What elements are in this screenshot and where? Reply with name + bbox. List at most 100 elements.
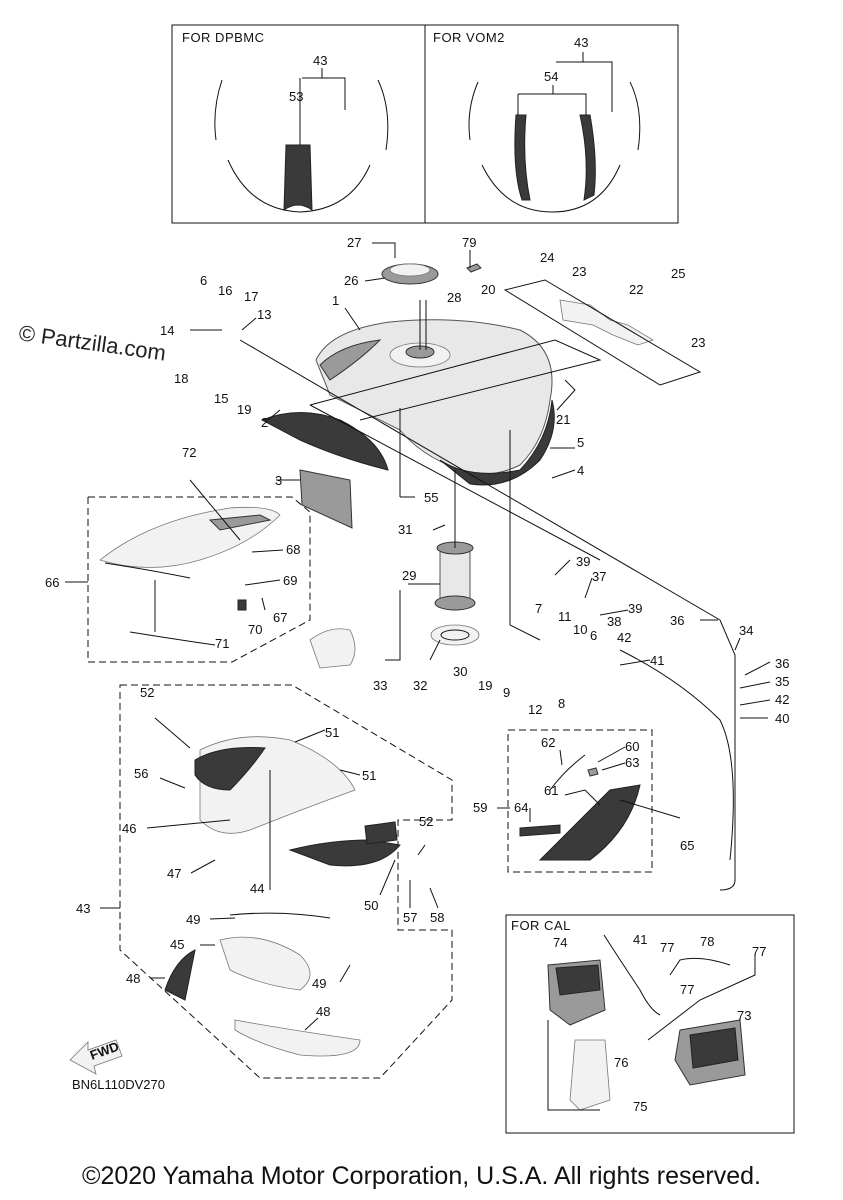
- callout: 59: [473, 800, 487, 815]
- callout: 31: [398, 522, 412, 537]
- callout: 65: [680, 838, 694, 853]
- cal-label-73: 73: [737, 1008, 751, 1023]
- callout: 40: [775, 711, 789, 726]
- callout: 28: [447, 290, 461, 305]
- callout: 60: [625, 739, 639, 754]
- callout: 36: [670, 613, 684, 628]
- label-43-vom2: 43: [574, 35, 588, 50]
- callout: 22: [629, 282, 643, 297]
- callout: 15: [214, 391, 228, 406]
- callout: 34: [739, 623, 753, 638]
- callout: 19: [478, 678, 492, 693]
- callout: 70: [248, 622, 262, 637]
- inset-59-group: [507, 729, 653, 873]
- callout-numbers: 27 79 26 24 23 25 6 16 17 1 28 20 22 14 …: [45, 235, 789, 1019]
- inset-43-group: [119, 684, 453, 1079]
- callout: 51: [362, 768, 376, 783]
- callout: 71: [215, 636, 229, 651]
- callout: 35: [775, 674, 789, 689]
- partzilla-watermark: © Partzilla.com: [17, 320, 167, 365]
- cal-label-76: 76: [614, 1055, 628, 1070]
- callout: 30: [453, 664, 467, 679]
- callout: 8: [558, 696, 565, 711]
- callout: 79: [462, 235, 476, 250]
- cal-label-77a: 77: [660, 940, 674, 955]
- callout: 14: [160, 323, 174, 338]
- fuel-tank-assembly: [260, 263, 654, 529]
- callout: 10: [573, 622, 587, 637]
- callout: 42: [775, 692, 789, 707]
- callout: 37: [592, 569, 606, 584]
- callout: 55: [424, 490, 438, 505]
- callout: 38: [607, 614, 621, 629]
- inset-cal: FOR CAL 74 41 77 78 77 77 73 76 75: [505, 914, 795, 1134]
- callout: 41: [650, 653, 664, 668]
- callout: 45: [170, 937, 184, 952]
- callout: 25: [671, 266, 685, 281]
- inset-dpbmc-title: FOR DPBMC: [182, 30, 265, 45]
- inset-dpbmc: FOR DPBMC 43 53: [171, 24, 426, 224]
- callout: 6: [590, 628, 597, 643]
- callout: 51: [325, 725, 339, 740]
- callout: 1: [332, 293, 339, 308]
- callout: 16: [218, 283, 232, 298]
- callout: 47: [167, 866, 181, 881]
- callout: 63: [625, 755, 639, 770]
- callout: 42: [617, 630, 631, 645]
- fuel-pump-assembly: [309, 541, 480, 669]
- callout: 32: [413, 678, 427, 693]
- callout: 6: [200, 273, 207, 288]
- label-53-dpbmc: 53: [289, 89, 303, 104]
- callout: 18: [174, 371, 188, 386]
- leader-lines: [65, 242, 771, 1031]
- cal-label-78: 78: [700, 934, 714, 949]
- callout: 13: [257, 307, 271, 322]
- callout: 49: [186, 912, 200, 927]
- callout: 39: [576, 554, 590, 569]
- cal-label-77c: 77: [680, 982, 694, 997]
- callout: 57: [403, 910, 417, 925]
- callout: 58: [430, 910, 444, 925]
- callout: 64: [514, 800, 528, 815]
- callout: 48: [316, 1004, 330, 1019]
- callout: 52: [419, 814, 433, 829]
- cal-label-75: 75: [633, 1099, 647, 1114]
- parts-diagram: FOR DPBMC 43 53 FOR VOM2 43 54 © Partzil…: [17, 24, 795, 1134]
- callout: 21: [556, 412, 570, 427]
- callout: 26: [344, 273, 358, 288]
- fwd-arrow: FWD: [69, 1039, 123, 1075]
- inset-vom2-title: FOR VOM2: [433, 30, 505, 45]
- callout: 61: [544, 783, 558, 798]
- cal-label-41: 41: [633, 932, 647, 947]
- callout: 62: [541, 735, 555, 750]
- callout: 69: [283, 573, 297, 588]
- callout: 67: [273, 610, 287, 625]
- callout: 24: [540, 250, 554, 265]
- callout: 23: [572, 264, 586, 279]
- callout: 20: [481, 282, 495, 297]
- copyright-footer: ©2020 Yamaha Motor Corporation, U.S.A. A…: [82, 1162, 761, 1190]
- callout: 3: [275, 473, 282, 488]
- cal-label-77b: 77: [752, 944, 766, 959]
- callout: 49: [312, 976, 326, 991]
- callout: 7: [535, 601, 542, 616]
- callout: 66: [45, 575, 59, 590]
- callout: 11: [558, 609, 572, 624]
- callout: 29: [402, 568, 416, 583]
- callout: 19: [237, 402, 251, 417]
- inset-cal-title: FOR CAL: [511, 918, 571, 933]
- label-54-vom2: 54: [544, 69, 558, 84]
- callout: 17: [244, 289, 258, 304]
- callout: 27: [347, 235, 361, 250]
- callout: 23: [691, 335, 705, 350]
- callout: 46: [122, 821, 136, 836]
- callout: 39: [628, 601, 642, 616]
- callout: 36: [775, 656, 789, 671]
- callout: 72: [182, 445, 196, 460]
- callout: 4: [577, 463, 584, 478]
- inset-66-group: [87, 496, 311, 663]
- callout: 50: [364, 898, 378, 913]
- callout: 68: [286, 542, 300, 557]
- callout: 48: [126, 971, 140, 986]
- callout: 43: [76, 901, 90, 916]
